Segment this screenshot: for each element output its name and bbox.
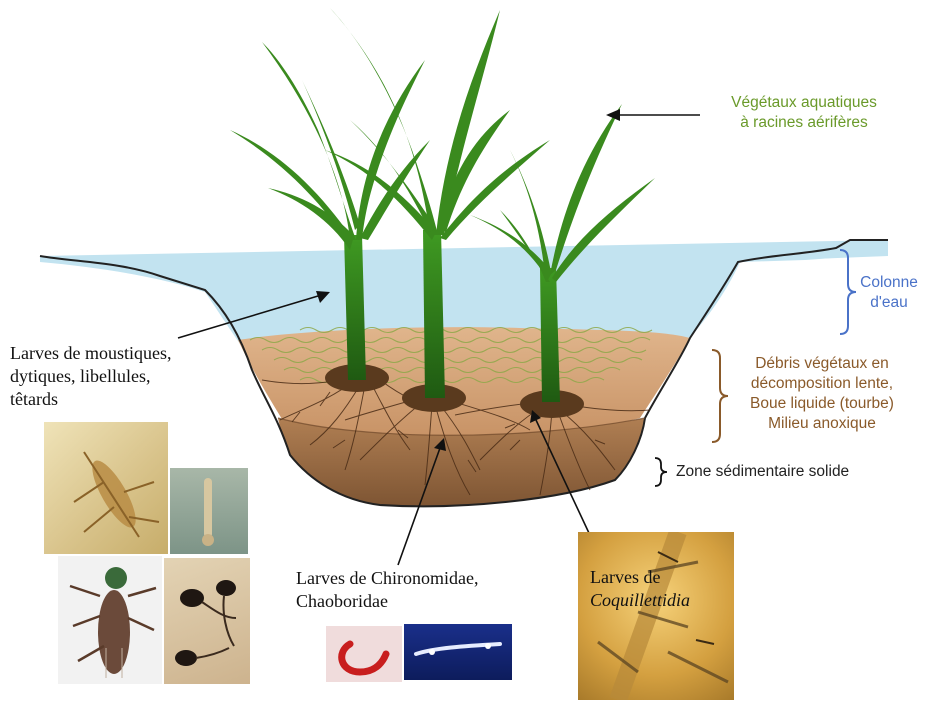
photo-coquillettidia-larva — [578, 532, 734, 700]
larva-illustration — [44, 422, 168, 554]
coquillettidia-illustration — [578, 532, 734, 700]
photo-dragonfly-larva — [58, 556, 162, 684]
brace-sediment — [655, 458, 667, 486]
label-larves-coquillettidia: Larves de Coquillettidia — [590, 566, 690, 612]
label-debris-line-2: décomposition lente, — [730, 374, 914, 394]
label-colonne-eau: Colonne d'eau — [850, 273, 928, 313]
brace-debris — [712, 350, 728, 442]
label-chironomidae-line-2: Chaoboridae — [296, 590, 478, 613]
chironomidae-illustration — [326, 626, 402, 682]
label-debris-line-4: Milieu anoxique — [730, 414, 914, 434]
tadpoles-illustration — [164, 558, 250, 684]
label-larves-chironomidae: Larves de Chironomidae, Chaoboridae — [296, 567, 478, 613]
label-zone-sedimentaire: Zone sédimentaire solide — [676, 462, 849, 482]
label-vegetaux-aquatiques: Végétaux aquatiques à racines aérifères — [706, 93, 902, 133]
label-vegetaux-line-2: à racines aérifères — [706, 113, 902, 133]
photo-mosquito-larva — [170, 468, 248, 554]
label-vegetaux-line-1: Végétaux aquatiques — [706, 93, 902, 113]
label-coquillettidia-line-1: Larves de — [590, 566, 690, 589]
label-debris-line-1: Débris végétaux en — [730, 354, 914, 374]
label-colonne-line-2: d'eau — [850, 293, 928, 313]
label-debris-line-3: Boue liquide (tourbe) — [730, 394, 914, 414]
mosquito-larva-illustration — [170, 468, 248, 554]
label-moustiques-line-1: Larves de moustiques, — [10, 342, 171, 365]
photo-chironomidae-larva — [326, 626, 402, 682]
label-chironomidae-line-1: Larves de Chironomidae, — [296, 567, 478, 590]
dragonfly-larva-illustration — [58, 556, 162, 684]
plant-leaves — [230, 8, 655, 282]
label-moustiques-line-2: dytiques, libellules, — [10, 365, 171, 388]
photo-tadpoles — [164, 558, 250, 684]
photo-diving-beetle-larva — [44, 422, 168, 554]
label-moustiques-line-3: têtards — [10, 388, 171, 411]
photo-chaoboridae-larva — [404, 624, 512, 680]
chaoboridae-illustration — [404, 624, 512, 680]
mud-layer — [238, 327, 690, 437]
label-debris-vegetaux: Débris végétaux en décomposition lente, … — [730, 354, 914, 434]
label-coquillettidia-line-2: Coquillettidia — [590, 589, 690, 612]
label-colonne-line-1: Colonne — [850, 273, 928, 293]
label-larves-moustiques: Larves de moustiques, dytiques, libellul… — [10, 342, 171, 411]
